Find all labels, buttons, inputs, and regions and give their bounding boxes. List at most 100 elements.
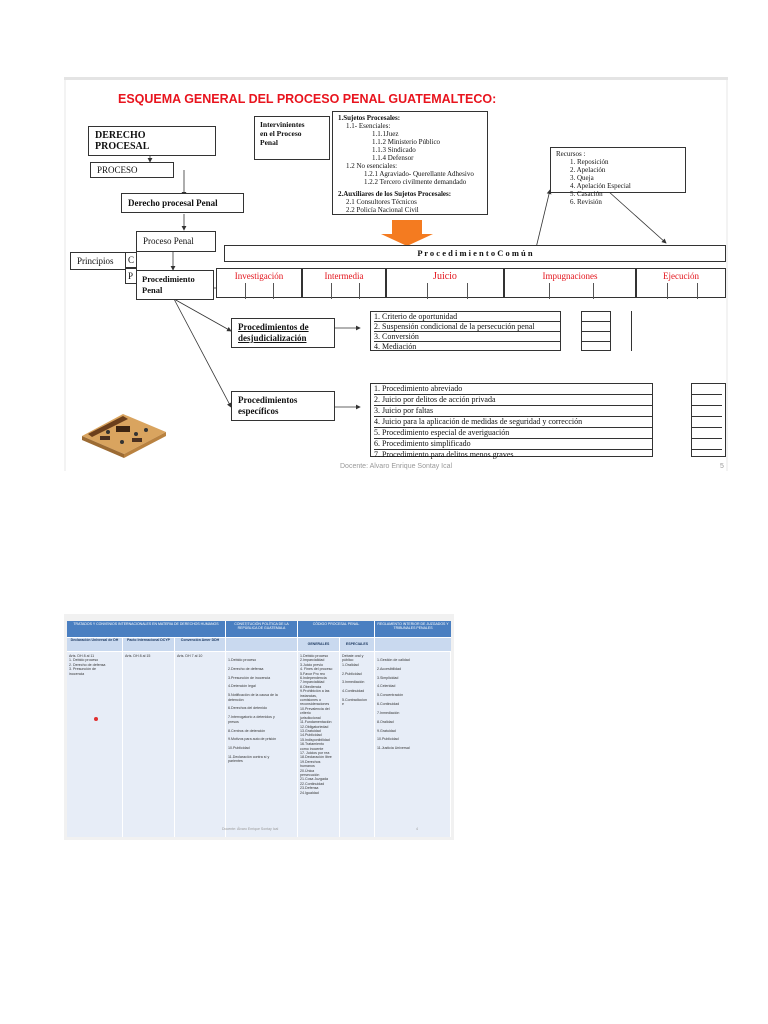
page-number: 4 [416, 827, 418, 831]
recursos-item: 4. Apelación Especial [570, 182, 631, 190]
subheader: Pacto Internacional DCYP [123, 638, 174, 651]
table-rule [549, 283, 550, 299]
esp-item: 5. Procedimiento especial de averiguació… [374, 428, 722, 439]
sujetos-line: 2.2 Policía Nacional Civil [346, 206, 419, 214]
recursos-item: 1. Reposición [570, 158, 609, 166]
table-column [340, 652, 375, 837]
cursor-dot-icon [94, 717, 98, 721]
table-area: TRATADOS Y CONVENIOS INTERNACIONALES EN … [67, 621, 451, 837]
slide-footer: Docente: Alvaro Enrique Sontay Ical [340, 463, 453, 470]
sujetos-line: 1.Sujetos Procesales: [338, 114, 401, 122]
courtroom-illustration [82, 414, 166, 458]
slide-principles-table: TRATADOS Y CONVENIOS INTERNACIONALES EN … [64, 614, 454, 840]
principios-box: Principios [70, 252, 126, 270]
table-rule [667, 283, 668, 299]
header-codigo-procesal: CÓDIGO PROCESAL PENAL [298, 621, 374, 637]
recursos-item: 6. Revisión [570, 198, 602, 206]
subheader-blank [226, 638, 297, 651]
cell-especiales: Debate oral y público 1.Oralidad 2.Publi… [342, 654, 367, 707]
proceso-box: PROCESO [90, 162, 174, 178]
table-grid-column [652, 383, 692, 457]
table-rule [245, 283, 246, 299]
cell-declaracion-universal: Arts. DH 8 al 11 1. Debido proceso 2. De… [69, 654, 106, 676]
table-column [375, 652, 451, 837]
table-rule [593, 283, 594, 299]
sujetos-line: 1.1.2 Ministerio Público [372, 138, 441, 146]
sujetos-line: 2.Auxiliares de los Sujetos Procesales: [338, 190, 452, 198]
derecho-procesal-penal-box: Derecho procesal Penal [121, 193, 244, 213]
desjudicializacion-list: 1. Criterio de oportunidad 2. Suspensión… [370, 311, 632, 351]
subheader: Convención Amer DDH [175, 638, 225, 651]
header-tratados: TRATADOS Y CONVENIOS INTERNACIONALES EN … [67, 621, 225, 637]
desj-item: 3. Conversión [374, 332, 628, 342]
intervinientes-box: Intervinientes en el Proceso Penal [254, 116, 330, 160]
esp-item: 1. Procedimiento abreviado [374, 384, 722, 395]
esp-item: 4. Juicio para la aplicación de medidas … [374, 417, 722, 428]
sujetos-line: 1.1- Esenciales: [346, 122, 391, 130]
sujetos-procesales-box: 1.Sujetos Procesales: 1.1- Esenciales: 1… [332, 111, 488, 215]
recursos-box: Recursos : 1. Reposición 2. Apelación 3.… [550, 147, 686, 206]
recursos-item: 5. Casación [570, 190, 603, 198]
desj-item: 1. Criterio de oportunidad [374, 312, 628, 322]
procedimiento-penal-box: Procedimiento Penal [136, 270, 214, 300]
etapa-label: Intermedia [324, 271, 364, 281]
table-rule [427, 283, 428, 299]
table-rule [331, 283, 332, 299]
page-number: 5 [720, 463, 724, 470]
sujetos-line: 1.2.1 Agraviado- Querellante Adhesivo [364, 170, 474, 178]
etapa-impugnaciones: Impugnaciones [504, 268, 636, 299]
proceso-penal-box: Proceso Penal [136, 231, 216, 252]
table-grid-column [610, 311, 632, 351]
diagram-connectors [147, 154, 667, 410]
especificos-box: Procedimientos específicos [231, 391, 335, 421]
etapa-intermedia: Intermedia [302, 268, 386, 299]
table-column [175, 652, 226, 837]
etapa-ejecucion: Ejecución [636, 268, 726, 299]
sujetos-line: 1.1.1Juez [372, 130, 399, 138]
recursos-title: Recursos : [556, 150, 586, 158]
sujetos-line: 1.2 No esenciales: [346, 162, 398, 170]
cell-convencion-americana: Arts. DH 7 al 10 [177, 654, 203, 658]
table-rule [359, 283, 360, 299]
principios-c-box: C [125, 252, 137, 268]
sujetos-line: 1.1.4 Defensor [372, 154, 414, 162]
recursos-item: 3. Queja [570, 174, 594, 182]
desj-item: 4. Mediación [374, 342, 417, 351]
etapa-label: Impugnaciones [542, 271, 598, 281]
procedimiento-comun-bar: P r o c e d i m i e n t o C o m ú n [224, 245, 726, 262]
subheader-blank [375, 638, 451, 651]
etapa-label: Investigación [234, 271, 284, 281]
table-grid-column [560, 311, 582, 351]
esp-item: 6. Procedimiento simplificado [374, 439, 722, 450]
esp-item: 2. Juicio por delitos de acción privada [374, 395, 722, 406]
subheader: ESPECIALES [340, 638, 374, 651]
subheader: GENERALES [298, 638, 339, 651]
recursos-item: 2. Apelación [570, 166, 606, 174]
table-column [123, 652, 175, 837]
sujetos-line: 1.2.2 Tercero civilmente demandado [364, 178, 467, 186]
table-rule [697, 283, 698, 299]
slide-footer: Docente: Álvaro Enrique Sontay Ical [222, 827, 279, 831]
sujetos-line: 1.1.3 Sindicado [372, 146, 416, 154]
cell-reglamento: 1.Gestión de calidad 2.Accesibilidad 3.S… [377, 658, 410, 751]
slide-diagram: ESQUEMA GENERAL DEL PROCESO PENAL GUATEM… [64, 77, 728, 471]
table-rule [467, 283, 468, 299]
etapa-juicio: Juicio [386, 268, 504, 299]
table-column [226, 652, 298, 837]
etapa-investigacion: Investigación [216, 268, 302, 299]
cell-generales: 1.Debido proceso 2.Imparcialidad 3.Juici… [300, 654, 333, 795]
table-column [67, 652, 123, 837]
etapa-label: Ejecución [663, 271, 699, 281]
derecho-procesal-box: DERECHO PROCESAL [88, 126, 216, 156]
esp-item: 3. Juicio por faltas [374, 406, 722, 417]
header-constitucion: CONSTITUCIÓN POLÍTICA DE LA REPÚBLICA DE… [226, 621, 297, 637]
desjudicializacion-box: Procedimientos de desjudicialización [231, 318, 335, 348]
subheader: Declaración Universal de DH [67, 638, 122, 651]
slide-title: ESQUEMA GENERAL DEL PROCESO PENAL GUATEM… [118, 92, 497, 106]
table-column [298, 652, 340, 837]
table-rule [273, 283, 274, 299]
desj-item: 2. Suspensión condicional de la persecuc… [374, 322, 628, 332]
etapa-label: Juicio [433, 271, 457, 282]
header-reglamento: REGLAMENTO INTERIOR DE JUZGADOS Y TRIBUN… [375, 621, 451, 637]
sujetos-line: 2.1 Consultores Técnicos [346, 198, 417, 206]
